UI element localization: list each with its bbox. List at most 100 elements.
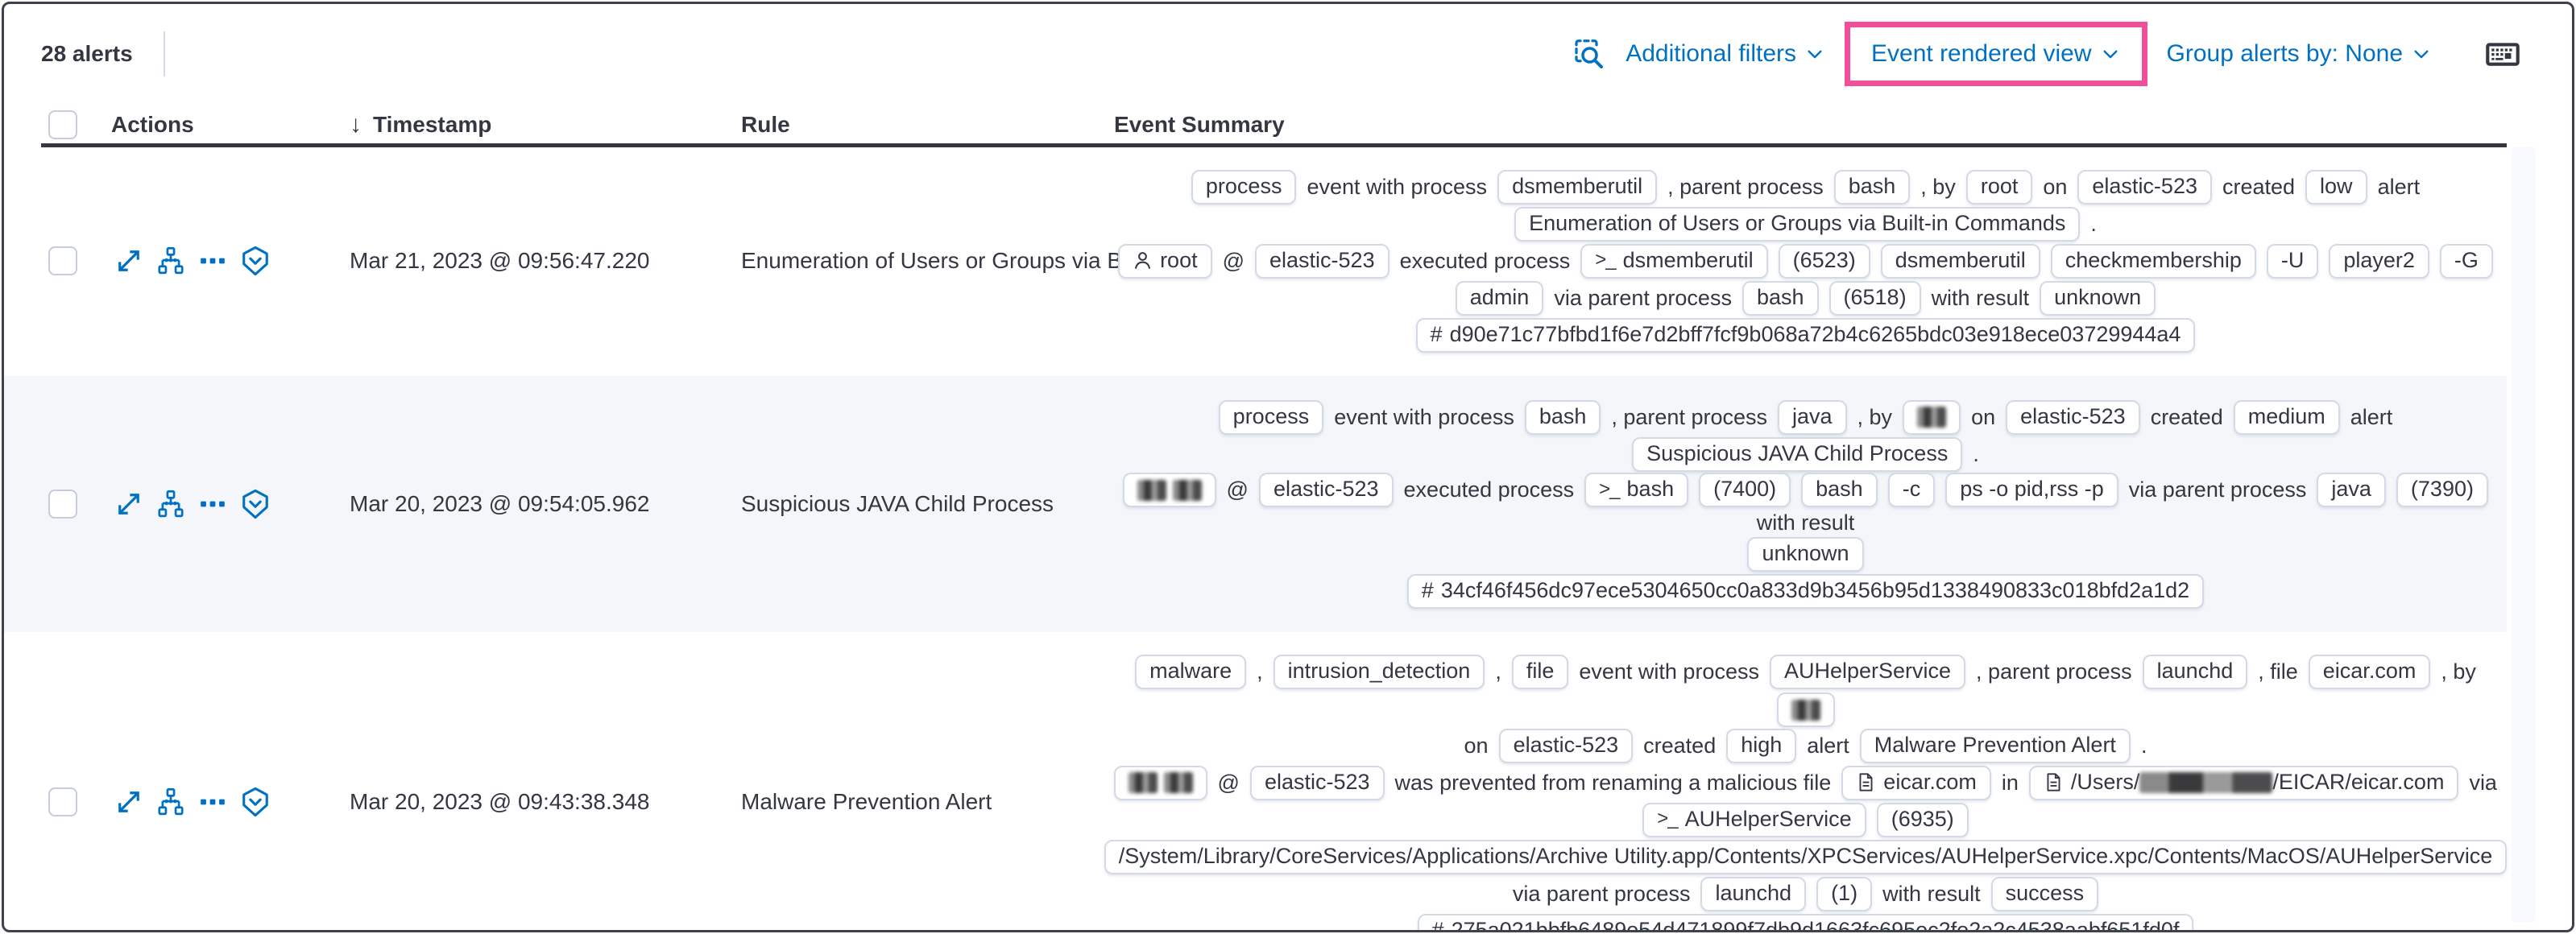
field-badge[interactable]: launchd	[2142, 655, 2248, 689]
process-badge[interactable]: >_dsmemberutil	[1580, 243, 1768, 279]
field-badge[interactable]: elastic-523	[1498, 728, 1634, 763]
field-badge[interactable]: eicar.com	[2308, 655, 2431, 689]
field-badge[interactable]: file	[1511, 655, 1569, 689]
field-badge[interactable]: root	[1965, 169, 2033, 205]
session-view-button[interactable]	[237, 783, 274, 820]
header-timestamp[interactable]: Timestamp	[373, 112, 492, 137]
session-view-button[interactable]	[237, 242, 274, 279]
hash-badge[interactable]: #d90e71c77bfbd1f6e7d2bff7fcf9b068a72b4c6…	[1415, 317, 2196, 353]
field-badge[interactable]: Malware Prevention Alert	[1859, 728, 2131, 763]
rule-link[interactable]: Malware Prevention Alert	[741, 789, 992, 814]
field-badge[interactable]: dsmemberutil	[1880, 243, 2040, 279]
inspect-button[interactable]	[1566, 31, 1611, 76]
badge-label: dsmemberutil	[1895, 247, 2026, 272]
additional-filters-button[interactable]: Additional filters	[1614, 35, 1837, 72]
header-rule[interactable]: Rule	[741, 112, 790, 137]
field-badge[interactable]: (7390)	[2396, 473, 2488, 507]
badge-label: elastic-523	[2092, 173, 2197, 198]
field-badge[interactable]: bash	[1741, 280, 1819, 316]
more-actions-button[interactable]	[195, 784, 230, 820]
rule-link[interactable]: Enumeration of Users or Groups via Bui	[741, 248, 1140, 273]
field-badge[interactable]: (6523)	[1778, 243, 1870, 279]
process-badge[interactable]: >_AUHelperService	[1642, 802, 1866, 837]
chevron-down-icon	[2414, 50, 2429, 59]
field-badge[interactable]: AUHelperService	[1769, 655, 1966, 689]
field-badge[interactable]: elastic-523	[1249, 765, 1385, 800]
field-badge[interactable]: player2	[2329, 243, 2429, 279]
field-badge[interactable]: process	[1191, 169, 1297, 205]
field-badge[interactable]: unknown	[2040, 280, 2156, 316]
field-badge[interactable]: Enumeration of Users or Groups via Built…	[1514, 206, 2081, 242]
field-badge[interactable]: (1)	[1816, 876, 1873, 911]
field-badge[interactable]: dsmemberutil	[1497, 169, 1658, 205]
redacted-text	[1917, 407, 1947, 428]
field-badge[interactable]: ps -o pid,rss -p	[1945, 473, 2118, 507]
field-badge[interactable]: /System/Library/CoreServices/Application…	[1104, 839, 2508, 874]
session-view-button[interactable]	[237, 486, 274, 523]
field-badge[interactable]: bash	[1801, 473, 1878, 507]
field-badge[interactable]: unknown	[1747, 536, 1864, 572]
field-badge[interactable]	[1123, 473, 1216, 507]
field-badge[interactable]: bash	[1524, 399, 1601, 435]
summary-line: #d90e71c77bfbd1f6e7d2bff7fcf9b068a72b4c6…	[1114, 316, 2497, 353]
expand-button[interactable]	[111, 243, 147, 279]
badge-label: process	[1232, 403, 1310, 428]
hash-badge[interactable]: #34cf46f456dc97ece5304650cc0a833d9b3456b…	[1406, 573, 2205, 609]
expand-button[interactable]	[111, 486, 147, 522]
field-badge[interactable]: process	[1218, 399, 1324, 435]
field-badge[interactable]: java	[1778, 399, 1847, 435]
field-badge[interactable]: success	[1990, 876, 2099, 911]
field-badge[interactable]: launchd	[1700, 876, 1807, 911]
scrollbar-track[interactable]	[2512, 147, 2536, 922]
file-badge[interactable]: /Users//EICAR/eicar.com	[2028, 765, 2459, 800]
process-badge[interactable]: >_bash	[1584, 473, 1689, 507]
keyboard-shortcuts-button[interactable]	[2479, 30, 2527, 78]
expand-button[interactable]	[111, 784, 147, 820]
hash-badge[interactable]: #275a021bbfb6489e54d471899f7db9d1663fc69…	[1417, 913, 2194, 930]
field-badge[interactable]: -c	[1887, 473, 1936, 507]
more-actions-button[interactable]	[195, 243, 230, 279]
view-selector-button[interactable]: Event rendered view	[1860, 35, 2132, 72]
field-badge[interactable]: admin	[1455, 280, 1544, 316]
field-badge[interactable]: malware	[1135, 655, 1247, 689]
field-badge[interactable]: elastic-523	[2006, 399, 2140, 435]
row-checkbox[interactable]	[48, 490, 77, 519]
field-badge[interactable]: elastic-523	[1255, 243, 1389, 279]
select-all-checkbox[interactable]	[48, 110, 77, 139]
field-badge[interactable]: (6935)	[1876, 802, 1969, 837]
field-badge[interactable]: Suspicious JAVA Child Process	[1632, 436, 1963, 472]
field-badge[interactable]: intrusion_detection	[1273, 655, 1485, 689]
row-checkbox[interactable]	[48, 787, 77, 816]
field-badge[interactable]: bash	[1833, 169, 1911, 205]
analyze-event-button[interactable]	[153, 243, 188, 279]
view-selector-label: Event rendered view	[1871, 40, 2092, 67]
field-badge[interactable]: -G	[2439, 243, 2493, 279]
analyze-event-button[interactable]	[153, 486, 188, 522]
field-badge[interactable]: (7400)	[1699, 473, 1791, 507]
field-badge[interactable]: java	[2317, 473, 2386, 507]
group-alerts-button[interactable]: Group alerts by: None	[2156, 35, 2443, 72]
more-actions-button[interactable]	[195, 486, 230, 522]
analyze-event-icon	[158, 787, 184, 816]
field-badge[interactable]: low	[2305, 169, 2367, 205]
field-badge[interactable]: (6518)	[1828, 280, 1921, 316]
file-badge[interactable]: eicar.com	[1841, 765, 1991, 800]
field-badge[interactable]: elastic-523	[2077, 169, 2212, 205]
sort-descending-icon[interactable]: ↓	[350, 111, 362, 138]
field-badge[interactable]	[1114, 765, 1207, 800]
session-view-icon	[242, 489, 268, 519]
field-badge[interactable]: elastic-523	[1258, 473, 1394, 507]
field-badge[interactable]: medium	[2233, 399, 2340, 435]
analyze-event-button[interactable]	[153, 784, 188, 820]
user-badge[interactable]: root	[1118, 243, 1212, 279]
field-badge[interactable]	[1776, 692, 1835, 727]
summary-text: event with process	[1307, 174, 1488, 199]
row-checkbox[interactable]	[48, 246, 77, 275]
rule-link[interactable]: Suspicious JAVA Child Process	[741, 491, 1054, 516]
field-badge[interactable]	[1903, 399, 1961, 435]
field-badge[interactable]: high	[1726, 728, 1797, 763]
field-badge[interactable]: -U	[2266, 243, 2319, 279]
field-badge[interactable]: checkmembership	[2050, 243, 2256, 279]
summary-text: , parent process	[1667, 174, 1824, 199]
